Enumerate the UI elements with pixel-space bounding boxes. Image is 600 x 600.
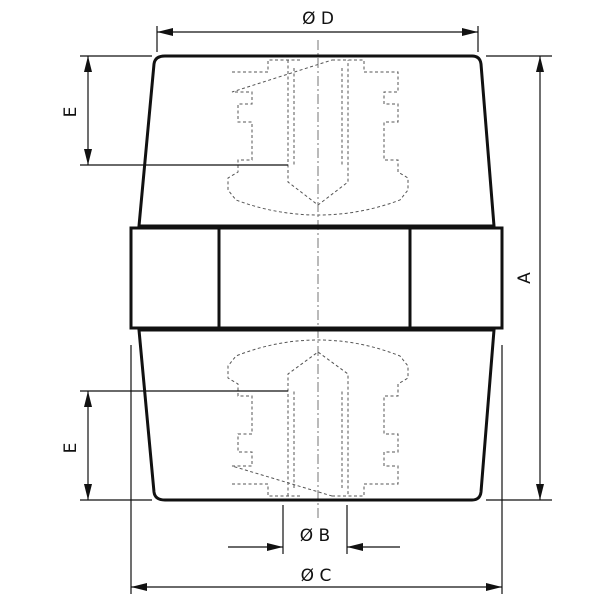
arrow-e-top-down: [84, 149, 92, 165]
dimension-e-bottom: E: [61, 390, 288, 501]
dimension-a: A: [486, 55, 552, 501]
arrow-e-bottom-down: [84, 484, 92, 500]
arrow-d-left: [157, 28, 173, 36]
dimension-d: Ø D: [156, 9, 479, 52]
lower-barrel: [137, 328, 496, 502]
arrow-c-left: [131, 583, 147, 591]
arrow-b-right: [347, 543, 363, 551]
upper-barrel: [137, 54, 496, 228]
hidden-insert-bottom: [227, 339, 409, 497]
arrow-d-right: [462, 28, 478, 36]
arrow-e-bottom-up: [84, 391, 92, 407]
dimension-b: Ø B: [228, 505, 400, 554]
arrow-c-right: [486, 583, 502, 591]
label-diameter-c: Ø C: [301, 566, 332, 586]
arrow-e-top-up: [84, 56, 92, 72]
label-diameter-d: Ø D: [302, 9, 334, 29]
arrow-b-left: [267, 543, 283, 551]
dimension-e-top: E: [61, 55, 288, 166]
label-depth-e-top: E: [61, 107, 81, 118]
label-length-a: A: [515, 272, 535, 284]
middle-band: [129, 226, 504, 330]
arrow-a-top: [536, 56, 544, 72]
dimension-c: Ø C: [130, 345, 503, 594]
label-depth-e-bottom: E: [61, 443, 81, 454]
arrow-a-bottom: [536, 484, 544, 500]
label-diameter-b: Ø B: [300, 526, 330, 546]
insulator-body: [129, 54, 504, 502]
